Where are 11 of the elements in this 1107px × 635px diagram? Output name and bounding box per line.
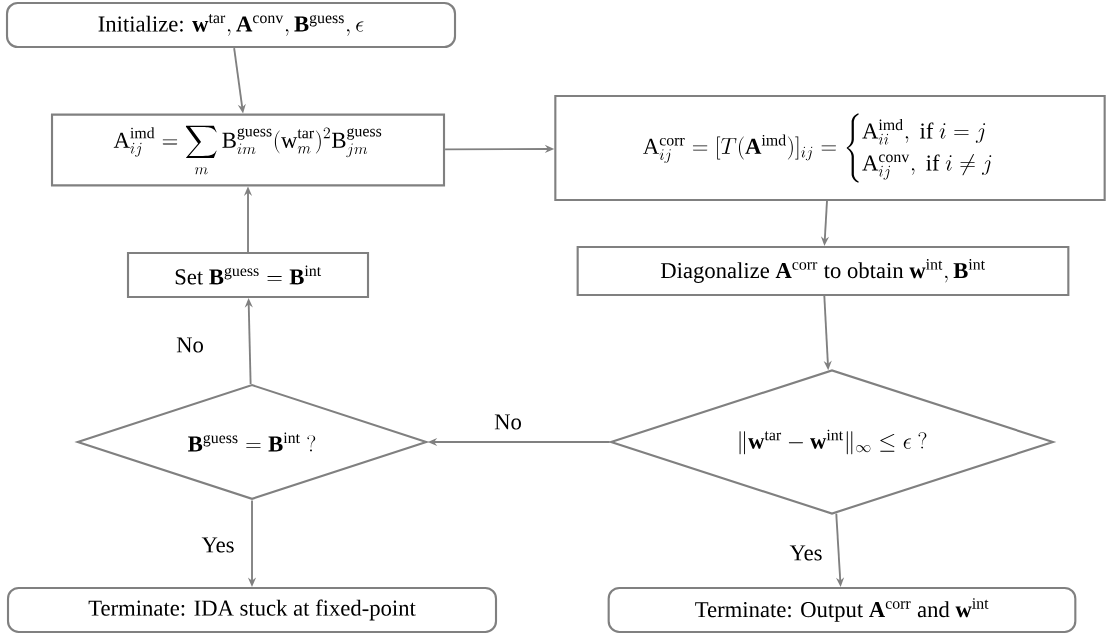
- terminal-box: $\text{Terminate: IDA stuck at fixed-point}$: [6, 586, 498, 634]
- process-box: $\mathrm{A}_{ij}^{\mathrm{corr}}=[T(\mathbf{A}^{\mathrm{imd}})]_{ij}=\begin{cases}\mathrm{A}_{ii}^{\mathrm{imd}},\ \text{if } i=j\\ \mathrm{A}_{ij}^{\mathrm{conv}},\ \text{if } i\neq j\end{cases}$: [554, 94, 1106, 202]
- terminal-box: $\text{Terminate: Output } \mathbf{A}^{\mathrm{corr}} \text{ and } \mathbf{w}^{\mathrm{int}}$: [607, 586, 1077, 634]
- process-box: $\mathrm{A}_{ij}^{\mathrm{imd}}=\sum_{m}\mathrm{B}_{im}^{\mathrm{guess}}(\mathrm{w}_{m}^{\mathrm{tar}})^{2}\mathrm{B}_{jm}^{\mathrm{guess}}$: [50, 113, 446, 187]
- edge-label: Yes: [200, 536, 236, 554]
- edge-label: No: [492, 413, 524, 431]
- terminal-box: $\text{Initialize: } \mathbf{w}^{\mathrm{tar}},\mathbf{A}^{\mathrm{conv}},\mathbf{B}^{\mathrm{guess}},\epsilon$: [5, 1, 457, 49]
- process-box: $\text{Diagonalize } \mathbf{A}^{\mathrm{corr}} \text{ to obtain } \mathbf{w}^{\mathrm{int}},\mathbf{B}^{\mathrm{int}}$: [576, 245, 1070, 297]
- process-box: $\text{Set } \mathbf{B}^{\mathrm{guess}}=\mathbf{B}^{\mathrm{int}}$: [126, 251, 370, 299]
- edge-label: No: [174, 336, 206, 354]
- edge-label: Yes: [788, 544, 824, 562]
